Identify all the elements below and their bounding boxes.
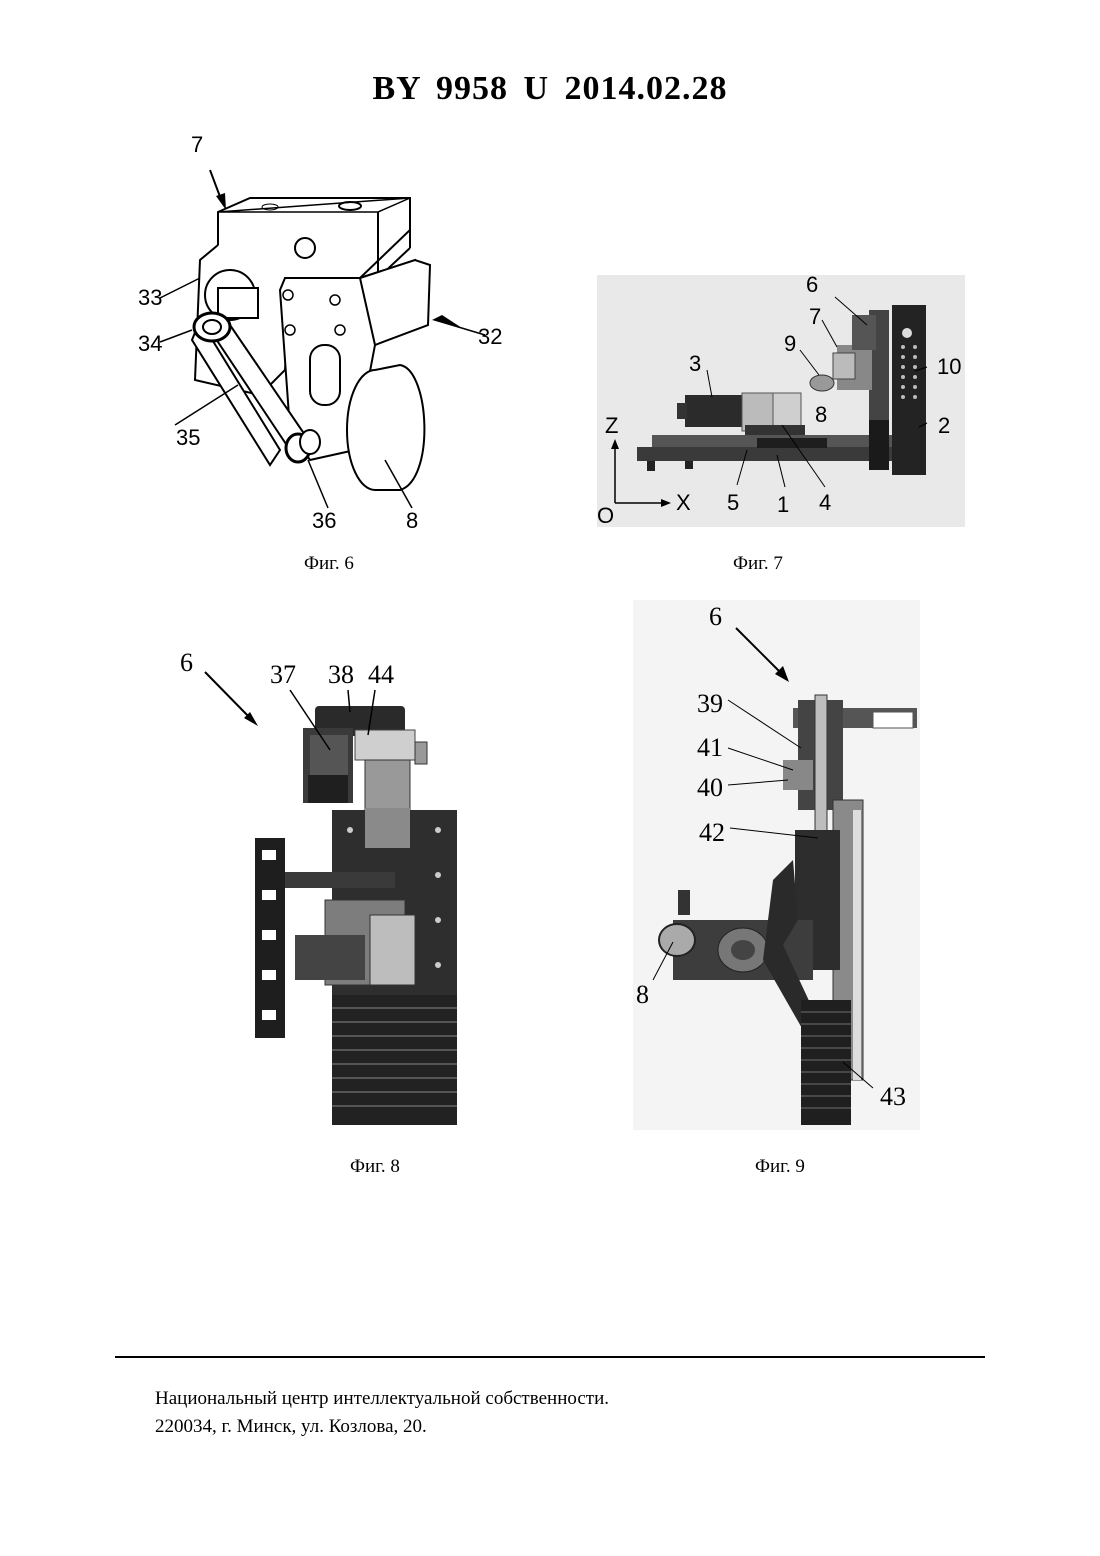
fig7-label-3: 3 xyxy=(689,351,701,377)
fig9-label-6: 6 xyxy=(709,602,722,632)
fig7-label-6: 6 xyxy=(806,272,818,298)
figure-8-drawing xyxy=(170,650,470,1140)
fig9-label-8: 8 xyxy=(636,980,649,1010)
fig7-caption: Фиг. 7 xyxy=(733,553,783,575)
footer-address: 220034, г. Минск, ул. Козлова, 20. xyxy=(155,1416,427,1438)
fig7-label-4: 4 xyxy=(819,490,831,516)
fig6-label-8: 8 xyxy=(406,508,418,534)
fig9-label-43: 43 xyxy=(880,1082,906,1112)
fig7-label-5: 5 xyxy=(727,490,739,516)
figure-9-drawing xyxy=(633,600,920,1130)
page-title: BY 9958 U 2014.02.28 xyxy=(0,70,1100,108)
fig6-label-34: 34 xyxy=(138,331,162,357)
fig7-label-o: O xyxy=(597,503,614,529)
fig6-label-32: 32 xyxy=(478,324,502,350)
fig7-label-9: 9 xyxy=(784,331,796,357)
fig6-caption: Фиг. 6 xyxy=(304,553,354,575)
fig8-label-37: 37 xyxy=(270,660,296,690)
figure-7-photo xyxy=(597,275,965,527)
fig7-label-8: 8 xyxy=(815,402,827,428)
footer-divider xyxy=(115,1356,985,1358)
fig7-label-2: 2 xyxy=(938,413,950,439)
footer-organization: Национальный центр интеллектуальной собс… xyxy=(155,1388,609,1410)
fig7-label-x: X xyxy=(676,490,691,516)
fig9-label-42: 42 xyxy=(699,818,725,848)
figure-6-drawing xyxy=(130,130,530,530)
fig9-label-40: 40 xyxy=(697,773,723,803)
fig7-label-10: 10 xyxy=(937,354,961,380)
fig6-label-33: 33 xyxy=(138,285,162,311)
fig9-label-39: 39 xyxy=(697,689,723,719)
fig8-label-38: 38 xyxy=(328,660,354,690)
fig7-label-7: 7 xyxy=(809,304,821,330)
fig6-label-36: 36 xyxy=(312,508,336,534)
fig7-label-z: Z xyxy=(605,413,618,439)
fig9-label-41: 41 xyxy=(697,733,723,763)
fig7-label-1: 1 xyxy=(777,492,789,518)
fig8-label-6: 6 xyxy=(180,648,193,678)
fig6-label-7: 7 xyxy=(191,132,203,158)
fig8-caption: Фиг. 8 xyxy=(350,1156,400,1178)
fig8-label-44: 44 xyxy=(368,660,394,690)
fig9-caption: Фиг. 9 xyxy=(755,1156,805,1178)
fig6-label-35: 35 xyxy=(176,425,200,451)
